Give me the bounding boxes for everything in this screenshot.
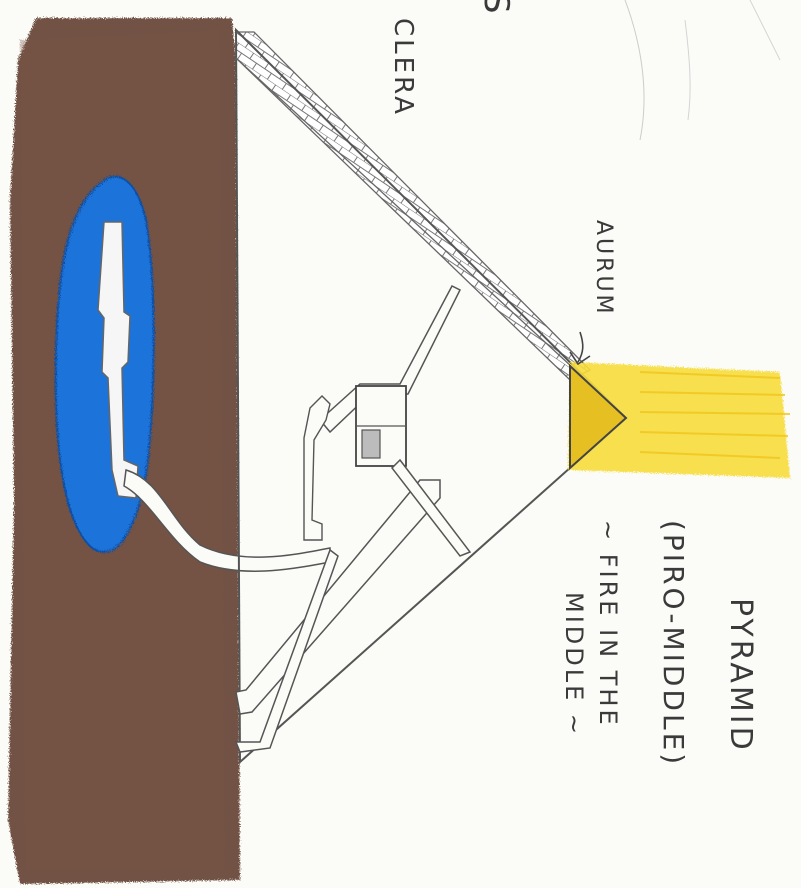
label-fire-line1: ~ FIRE IN THE [594, 520, 622, 728]
chamber-block [362, 430, 380, 458]
label-pyramid: PYRAMID [723, 598, 758, 753]
label-aurum: AURUM [591, 220, 616, 317]
label-piro-middle: (PIRO-MIDDLE) [657, 520, 690, 767]
label-fire-line2: MIDDLE ~ [560, 592, 588, 737]
label-clera: CLERA [388, 18, 418, 117]
descending-passage [236, 480, 440, 714]
label-s: S [476, 0, 516, 17]
queen-shaft [304, 396, 330, 540]
